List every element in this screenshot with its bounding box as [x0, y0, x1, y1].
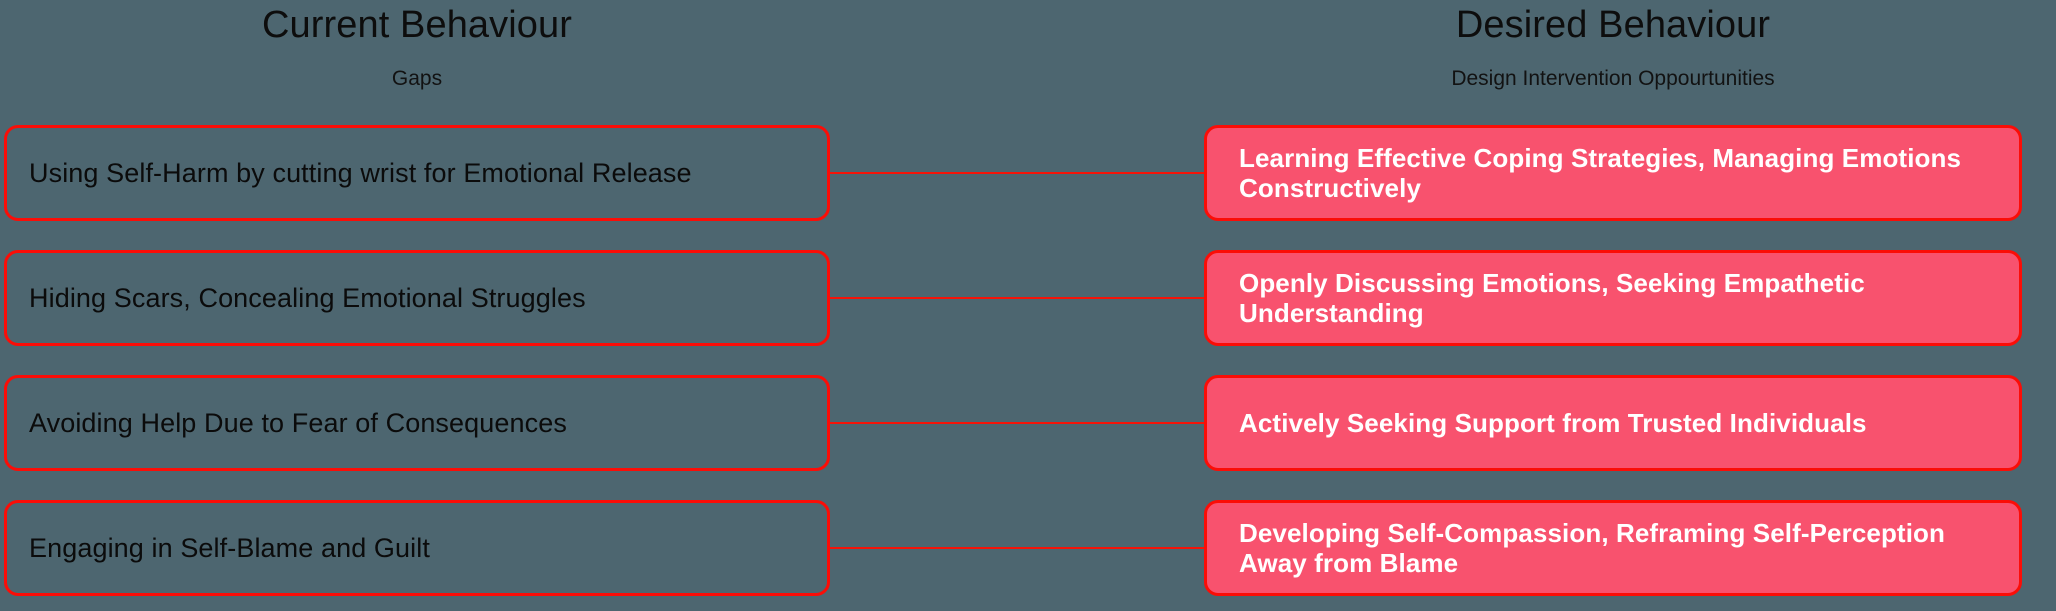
current-behaviour-subtitle: Gaps — [391, 67, 443, 90]
pair-connector-line — [830, 297, 1204, 299]
desired-behaviour-title: Desired Behaviour — [1455, 4, 1771, 46]
pair-row: Engaging in Self-Blame and Guilt Develop… — [0, 500, 2056, 596]
gap-card-label: Using Self-Harm by cutting wrist for Emo… — [29, 157, 692, 188]
opportunity-card-label: Actively Seeking Support from Trusted In… — [1239, 407, 1867, 438]
diagram-header: Current Behaviour Gaps Desired Behaviour… — [0, 0, 2056, 112]
opportunity-card-label: Developing Self-Compassion, Reframing Se… — [1239, 517, 1945, 578]
gap-card[interactable]: Engaging in Self-Blame and Guilt — [4, 500, 830, 596]
current-behaviour-column-header: Current Behaviour Gaps — [4, 0, 830, 89]
pair-connector-line — [830, 172, 1204, 174]
pair-row: Using Self-Harm by cutting wrist for Emo… — [0, 125, 2056, 221]
desired-behaviour-subtitle: Design Intervention Oppourtunities — [1451, 67, 1775, 90]
opportunity-card-label: Learning Effective Coping Strategies, Ma… — [1239, 142, 1962, 203]
gap-card-label: Avoiding Help Due to Fear of Consequence… — [29, 407, 567, 438]
pair-row: Hiding Scars, Concealing Emotional Strug… — [0, 250, 2056, 346]
opportunity-card-label: Openly Discussing Emotions, Seeking Empa… — [1239, 267, 1865, 328]
gap-card[interactable]: Avoiding Help Due to Fear of Consequence… — [4, 375, 830, 471]
desired-behaviour-column-header: Desired Behaviour Design Intervention Op… — [1204, 0, 2022, 89]
gap-card-label: Engaging in Self-Blame and Guilt — [29, 532, 430, 563]
pair-connector-line — [830, 547, 1204, 549]
current-behaviour-title: Current Behaviour — [261, 4, 573, 46]
opportunity-card[interactable]: Developing Self-Compassion, Reframing Se… — [1204, 500, 2022, 596]
pair-rows: Using Self-Harm by cutting wrist for Emo… — [0, 125, 2056, 596]
pair-row: Avoiding Help Due to Fear of Consequence… — [0, 375, 2056, 471]
gap-card[interactable]: Using Self-Harm by cutting wrist for Emo… — [4, 125, 830, 221]
gap-card-label: Hiding Scars, Concealing Emotional Strug… — [29, 282, 586, 313]
opportunity-card[interactable]: Openly Discussing Emotions, Seeking Empa… — [1204, 250, 2022, 346]
gap-card[interactable]: Hiding Scars, Concealing Emotional Strug… — [4, 250, 830, 346]
opportunity-card[interactable]: Learning Effective Coping Strategies, Ma… — [1204, 125, 2022, 221]
pair-connector-line — [830, 422, 1204, 424]
opportunity-card[interactable]: Actively Seeking Support from Trusted In… — [1204, 375, 2022, 471]
